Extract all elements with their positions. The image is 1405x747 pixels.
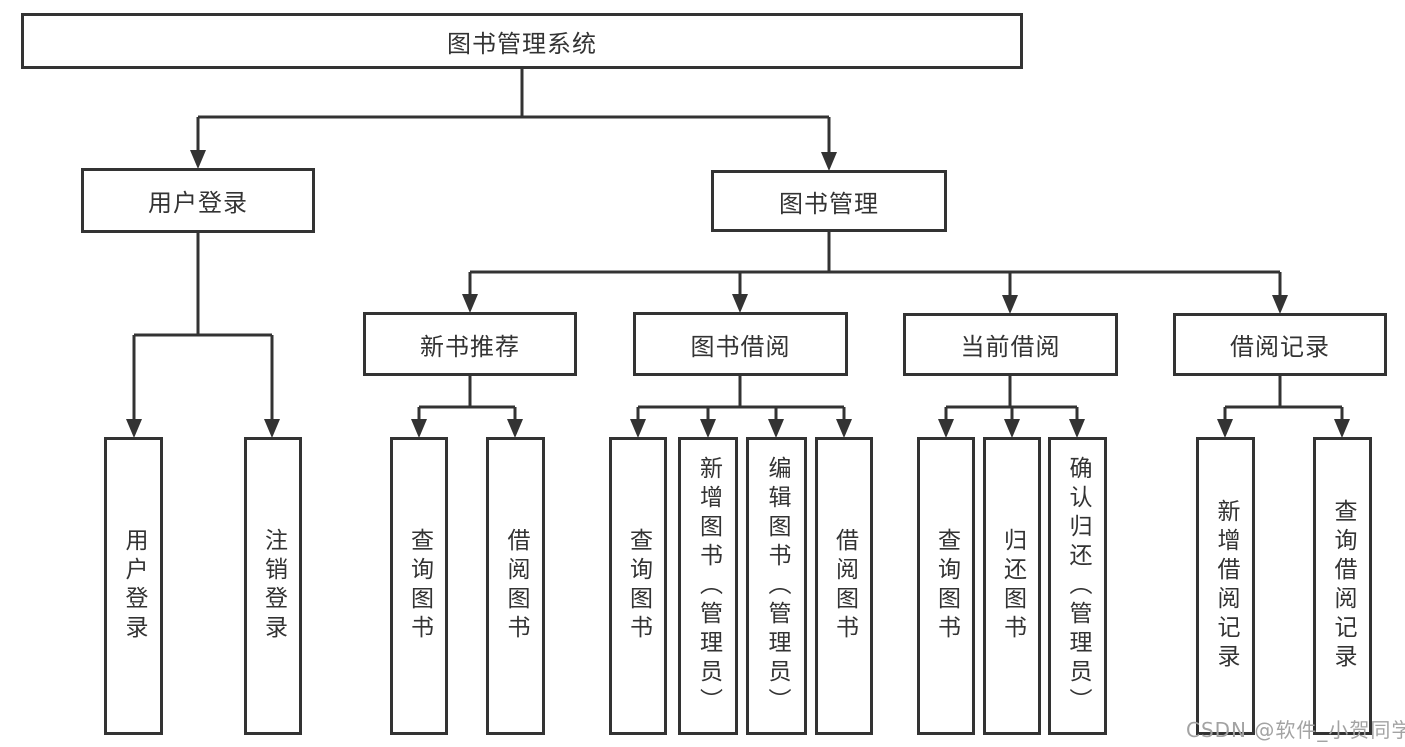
node-add-books-admin: 新增图书（管理员） [678,437,738,735]
node-logout: 注销登录 [244,437,302,735]
node-user-login: 用户登录 [104,437,163,735]
node-edit-books-admin: 编辑图书（管理员） [746,437,807,735]
node-return-books: 归还图书 [983,437,1041,735]
node-query-books-current: 查询图书 [917,437,975,735]
node-query-books-recommend: 查询图书 [390,437,448,735]
node-library-management-system: 图书管理系统 [21,13,1023,69]
node-borrow-books: 借阅图书 [815,437,873,735]
node-confirm-return-admin: 确认归还（管理员） [1048,437,1107,735]
watermark: CSDN @软件_小贺同学 [1186,718,1405,742]
node-new-book-recommendation: 新书推荐 [363,312,577,376]
node-user-login-branch: 用户登录 [81,168,315,233]
node-book-management-branch: 图书管理 [711,170,947,232]
node-add-borrow-record: 新增借阅记录 [1196,437,1255,735]
node-book-borrowing: 图书借阅 [633,312,848,376]
node-borrow-books-recommend: 借阅图书 [486,437,545,735]
node-current-borrowing: 当前借阅 [903,313,1118,376]
node-borrowing-records: 借阅记录 [1173,313,1387,376]
arrowheads [126,150,1350,438]
node-query-borrow-record: 查询借阅记录 [1313,437,1372,735]
node-query-books-borrowing: 查询图书 [609,437,667,735]
